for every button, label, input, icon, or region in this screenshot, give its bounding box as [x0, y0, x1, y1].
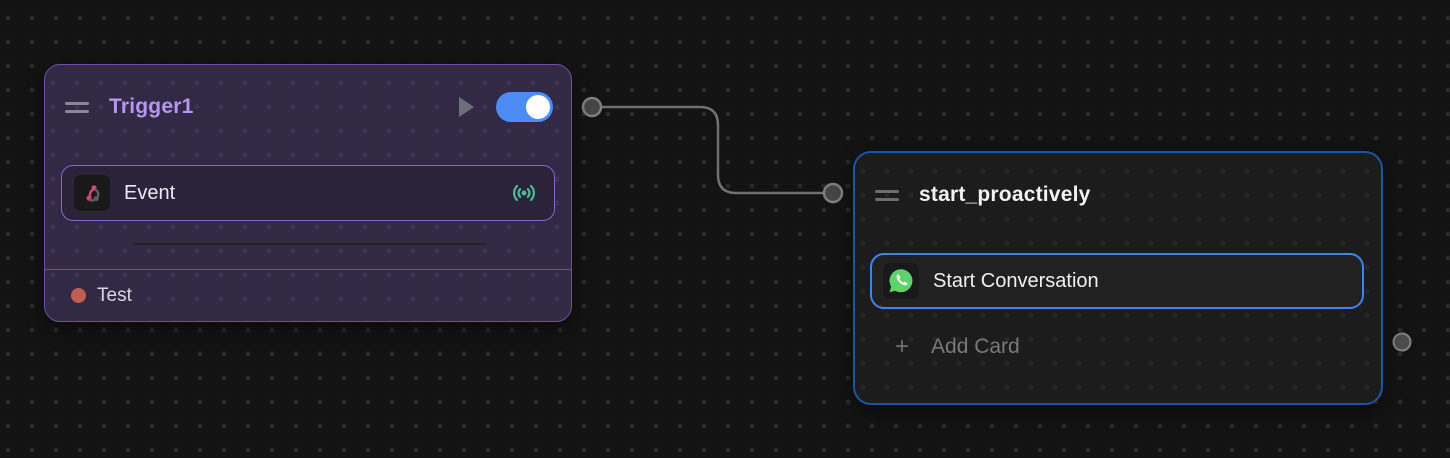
start-node-title: start_proactively	[919, 183, 1091, 206]
whatsapp-icon	[883, 263, 919, 299]
start-node-header: start_proactively	[875, 177, 1363, 213]
start-node-input-port[interactable]	[822, 182, 844, 204]
event-card[interactable]: Event	[61, 165, 555, 221]
add-card-button[interactable]: + Add Card	[895, 335, 1020, 359]
collapsed-card-hint	[133, 243, 485, 245]
start-node-output-port[interactable]	[1392, 332, 1412, 352]
play-icon[interactable]	[459, 97, 474, 117]
start-conversation-label: Start Conversation	[933, 269, 1099, 292]
broadcast-icon	[513, 184, 535, 202]
webhook-icon	[74, 175, 110, 211]
toggle-knob	[526, 95, 550, 119]
drag-handle-icon[interactable]	[875, 189, 899, 201]
drag-handle-icon[interactable]	[65, 101, 89, 113]
start-proactively-node[interactable]: start_proactively Start Conversation	[853, 151, 1383, 405]
test-label: Test	[97, 284, 132, 306]
start-conversation-card[interactable]: Start Conversation	[870, 253, 1364, 309]
trigger-node-footer: Test	[45, 269, 571, 321]
event-card-label: Event	[124, 181, 176, 204]
trigger-enabled-toggle[interactable]	[496, 92, 553, 122]
trigger-output-port[interactable]	[581, 96, 603, 118]
connection-wire[interactable]	[592, 105, 833, 195]
add-card-label: Add Card	[931, 335, 1020, 358]
trigger-node[interactable]: Trigger1 Event	[44, 64, 572, 322]
trigger-node-header: Trigger1	[65, 89, 553, 125]
plus-icon: +	[895, 333, 910, 360]
trigger-node-title: Trigger1	[109, 95, 194, 118]
test-status-dot	[71, 288, 86, 303]
